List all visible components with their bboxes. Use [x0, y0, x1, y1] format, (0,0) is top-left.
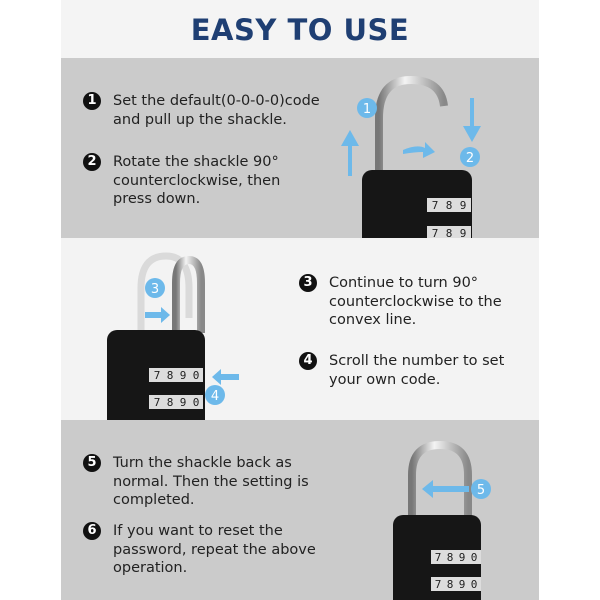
svg-text:0: 0 — [193, 369, 200, 382]
svg-text:8: 8 — [447, 578, 454, 591]
svg-text:2: 2 — [466, 151, 474, 166]
step-text: Set the default(0-0-0-0)code and pull up… — [113, 93, 320, 128]
lock-body — [362, 170, 472, 238]
arrow-left-icon — [422, 480, 469, 498]
svg-text:9: 9 — [180, 369, 187, 382]
arrow-left-icon — [212, 369, 239, 385]
svg-text:7: 7 — [435, 578, 442, 591]
step-number-badge: 4 — [299, 352, 317, 370]
header: EASY TO USE — [61, 0, 539, 58]
svg-text:7: 7 — [435, 551, 442, 564]
shackle — [375, 75, 448, 178]
step-number-badge: 6 — [83, 522, 101, 540]
step-3: 3 Continue to turn 90° counterclockwise … — [299, 274, 502, 330]
step-number-badge: 2 — [83, 153, 101, 171]
svg-text:9: 9 — [460, 227, 467, 238]
svg-text:7: 7 — [154, 369, 161, 382]
svg-text:0: 0 — [471, 551, 478, 564]
step-text: If you want to reset the password, repea… — [113, 523, 316, 576]
step-5: 5 Turn the shackle back as normal. Then … — [83, 454, 309, 510]
step-text: Continue to turn 90° counterclockwise to… — [329, 275, 502, 328]
step-4: 4 Scroll the number to set your own code… — [299, 352, 504, 389]
svg-text:4: 4 — [211, 389, 219, 404]
svg-text:0: 0 — [471, 578, 478, 591]
shackle — [172, 255, 205, 333]
step-text: Scroll the number to set your own code. — [329, 353, 505, 388]
svg-text:3: 3 — [151, 282, 159, 297]
svg-text:5: 5 — [477, 483, 485, 498]
step-number-badge: 3 — [299, 274, 317, 292]
arrow-curve-icon — [403, 142, 435, 158]
svg-text:8: 8 — [446, 227, 453, 238]
step-text: Rotate the shackle 90° counterclockwise,… — [113, 154, 281, 207]
svg-text:7: 7 — [432, 227, 439, 238]
svg-text:8: 8 — [447, 551, 454, 564]
svg-text:0: 0 — [193, 396, 200, 409]
step-number-badge: 1 — [83, 92, 101, 110]
step-number-badge: 5 — [83, 454, 101, 472]
step-1: 1 Set the default(0-0-0-0)code and pull … — [83, 92, 320, 129]
svg-text:9: 9 — [459, 578, 466, 591]
step-text: Turn the shackle back as normal. Then th… — [113, 455, 309, 508]
shackle — [408, 440, 472, 520]
svg-text:7: 7 — [154, 396, 161, 409]
arrow-up-icon — [341, 130, 359, 176]
arrow-right-icon — [145, 307, 170, 323]
svg-text:8: 8 — [167, 369, 174, 382]
svg-text:7: 7 — [432, 199, 439, 212]
svg-text:8: 8 — [446, 199, 453, 212]
svg-text:8: 8 — [167, 396, 174, 409]
svg-text:9: 9 — [459, 551, 466, 564]
svg-text:9: 9 — [460, 199, 467, 212]
step-6: 6 If you want to reset the password, rep… — [83, 522, 316, 578]
svg-text:9: 9 — [180, 396, 187, 409]
page-title: EASY TO USE — [190, 13, 410, 47]
step-2: 2 Rotate the shackle 90° counterclockwis… — [83, 153, 280, 209]
arrow-down-icon — [463, 98, 481, 142]
svg-text:1: 1 — [363, 102, 371, 117]
